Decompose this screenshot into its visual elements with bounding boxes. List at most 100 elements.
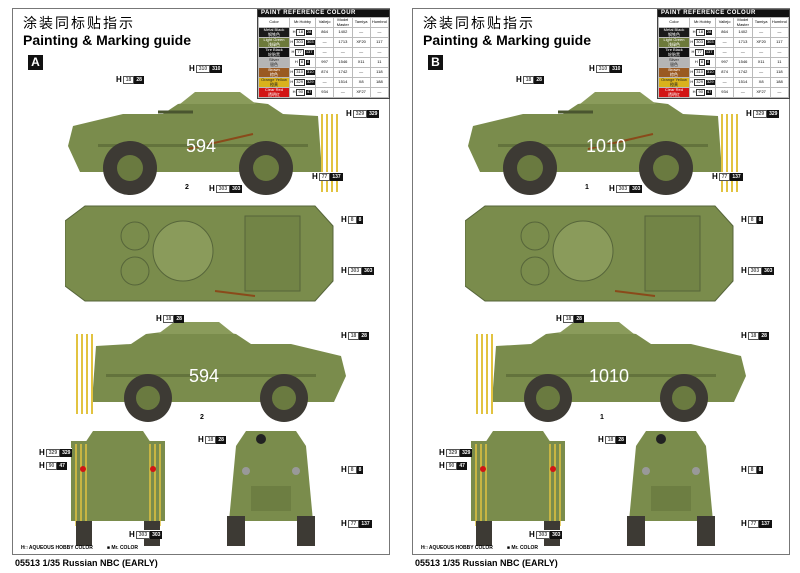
mr-color-code: 28 <box>305 29 313 35</box>
column-header: Tamiya <box>351 17 371 28</box>
hobby-color-marker: H <box>189 64 195 73</box>
aqueous-code: 329 <box>294 79 305 86</box>
hobby-color-marker: H <box>341 519 347 528</box>
aqueous-code: 18 <box>204 435 217 444</box>
kit-title: 05513 1/35 Russian NBC (EARLY) <box>15 558 158 568</box>
legend-aqueous: H□ AQUEOUS HOBBY COLOR <box>421 545 493 551</box>
mr-color-code: 47 <box>705 89 713 95</box>
column-header: Vallejo <box>714 17 735 28</box>
model-master-code: 1713 <box>333 37 353 48</box>
mr-color-code: 137 <box>304 49 314 55</box>
aqueous-code: 310 <box>294 69 305 76</box>
side-view-left: 594 <box>68 92 338 195</box>
vallejo-code: — <box>714 77 735 88</box>
vallejo-code: 934 <box>714 87 735 98</box>
model-master-code: 1546 <box>333 57 353 68</box>
scheme-badge: A <box>28 55 43 70</box>
model-master-code: 1546 <box>733 57 753 68</box>
color-name: Light Green <box>663 37 685 42</box>
top-view <box>465 205 734 302</box>
color-name-cn: 轮胎黑 <box>268 51 280 57</box>
hobby-color-marker: H <box>341 266 347 275</box>
aqueous-code: 329 <box>45 448 61 457</box>
aqueous-code: 303 <box>347 266 363 275</box>
mr-color-code: 329 <box>705 79 715 85</box>
column-header: Model Master <box>333 17 353 28</box>
aqueous-code: 18 <box>122 75 135 84</box>
aqueous-code: 8 <box>298 59 305 66</box>
color-name-cn: 银色 <box>270 61 278 67</box>
humbrol-code: 188 <box>369 77 390 88</box>
legend-aqueous: H□ AQUEOUS HOBBY COLOR <box>21 545 93 551</box>
model-master-code: — <box>733 87 753 98</box>
side-view-right: 1010 <box>476 322 746 422</box>
color-name: Tire Black <box>665 47 683 52</box>
vallejo-code: 997 <box>714 57 735 68</box>
tamiya-code: XF27 <box>751 87 771 98</box>
color-name-cn: 轮胎黑 <box>668 51 680 57</box>
title-english: Painting & Marking guide <box>423 32 592 48</box>
title-chinese: 涂装同标贴指示 <box>23 16 135 32</box>
humbrol-code: 117 <box>769 37 790 48</box>
scheme-badge: B <box>428 55 443 70</box>
model-master-code: — <box>733 47 753 58</box>
color-name: Tire Black <box>265 47 283 52</box>
vallejo-code: 997 <box>314 57 335 68</box>
color-name: Brown <box>668 67 680 72</box>
mr-color-code: 8 <box>305 59 311 65</box>
vehicle-number: 1010 <box>586 136 626 156</box>
aqueous-code: 329 <box>445 448 461 457</box>
tamiya-code: XF27 <box>351 87 371 98</box>
mr-color-code: 303 <box>762 266 775 275</box>
color-name: Orange Yellow <box>261 77 287 82</box>
part-number-label: 2 <box>185 184 189 191</box>
vallejo-code: 874 <box>314 67 335 78</box>
aqueous-code: 310 <box>195 64 211 73</box>
mr-color-code: 137 <box>759 519 772 528</box>
mr-color-code: 8 <box>356 215 364 224</box>
aqueous-code: 310 <box>595 64 611 73</box>
humbrol-code: — <box>769 27 790 38</box>
mr-color-code: 28 <box>359 331 369 340</box>
column-header: Color <box>258 17 290 28</box>
mr-color-code: 303 <box>705 39 715 45</box>
tamiya-code: — <box>351 67 371 78</box>
mr-color-code: 28 <box>705 29 713 35</box>
humbrol-code: 117 <box>369 37 390 48</box>
tamiya-code: XF20 <box>351 37 371 48</box>
vehicle-number: 594 <box>189 366 219 386</box>
mr-color-code: 28 <box>759 331 769 340</box>
tamiya-code: X11 <box>351 57 371 68</box>
humbrol-code: 11 <box>769 57 790 68</box>
guide-panel: 涂装同标贴指示 Painting & Marking guide A PAINT… <box>12 8 390 555</box>
aqueous-code: 303 <box>747 266 763 275</box>
aqueous-code: 303 <box>294 39 305 46</box>
color-name-cn: 透明红 <box>268 91 280 97</box>
guide-panel: 涂装同标贴指示 Painting & Marking guide B PAINT… <box>412 8 790 555</box>
mr-color-code: 28 <box>534 75 544 84</box>
mr-color-code: 310 <box>210 64 223 73</box>
aqueous-code: 18 <box>747 331 760 340</box>
side-view-right: 594 <box>76 322 346 422</box>
